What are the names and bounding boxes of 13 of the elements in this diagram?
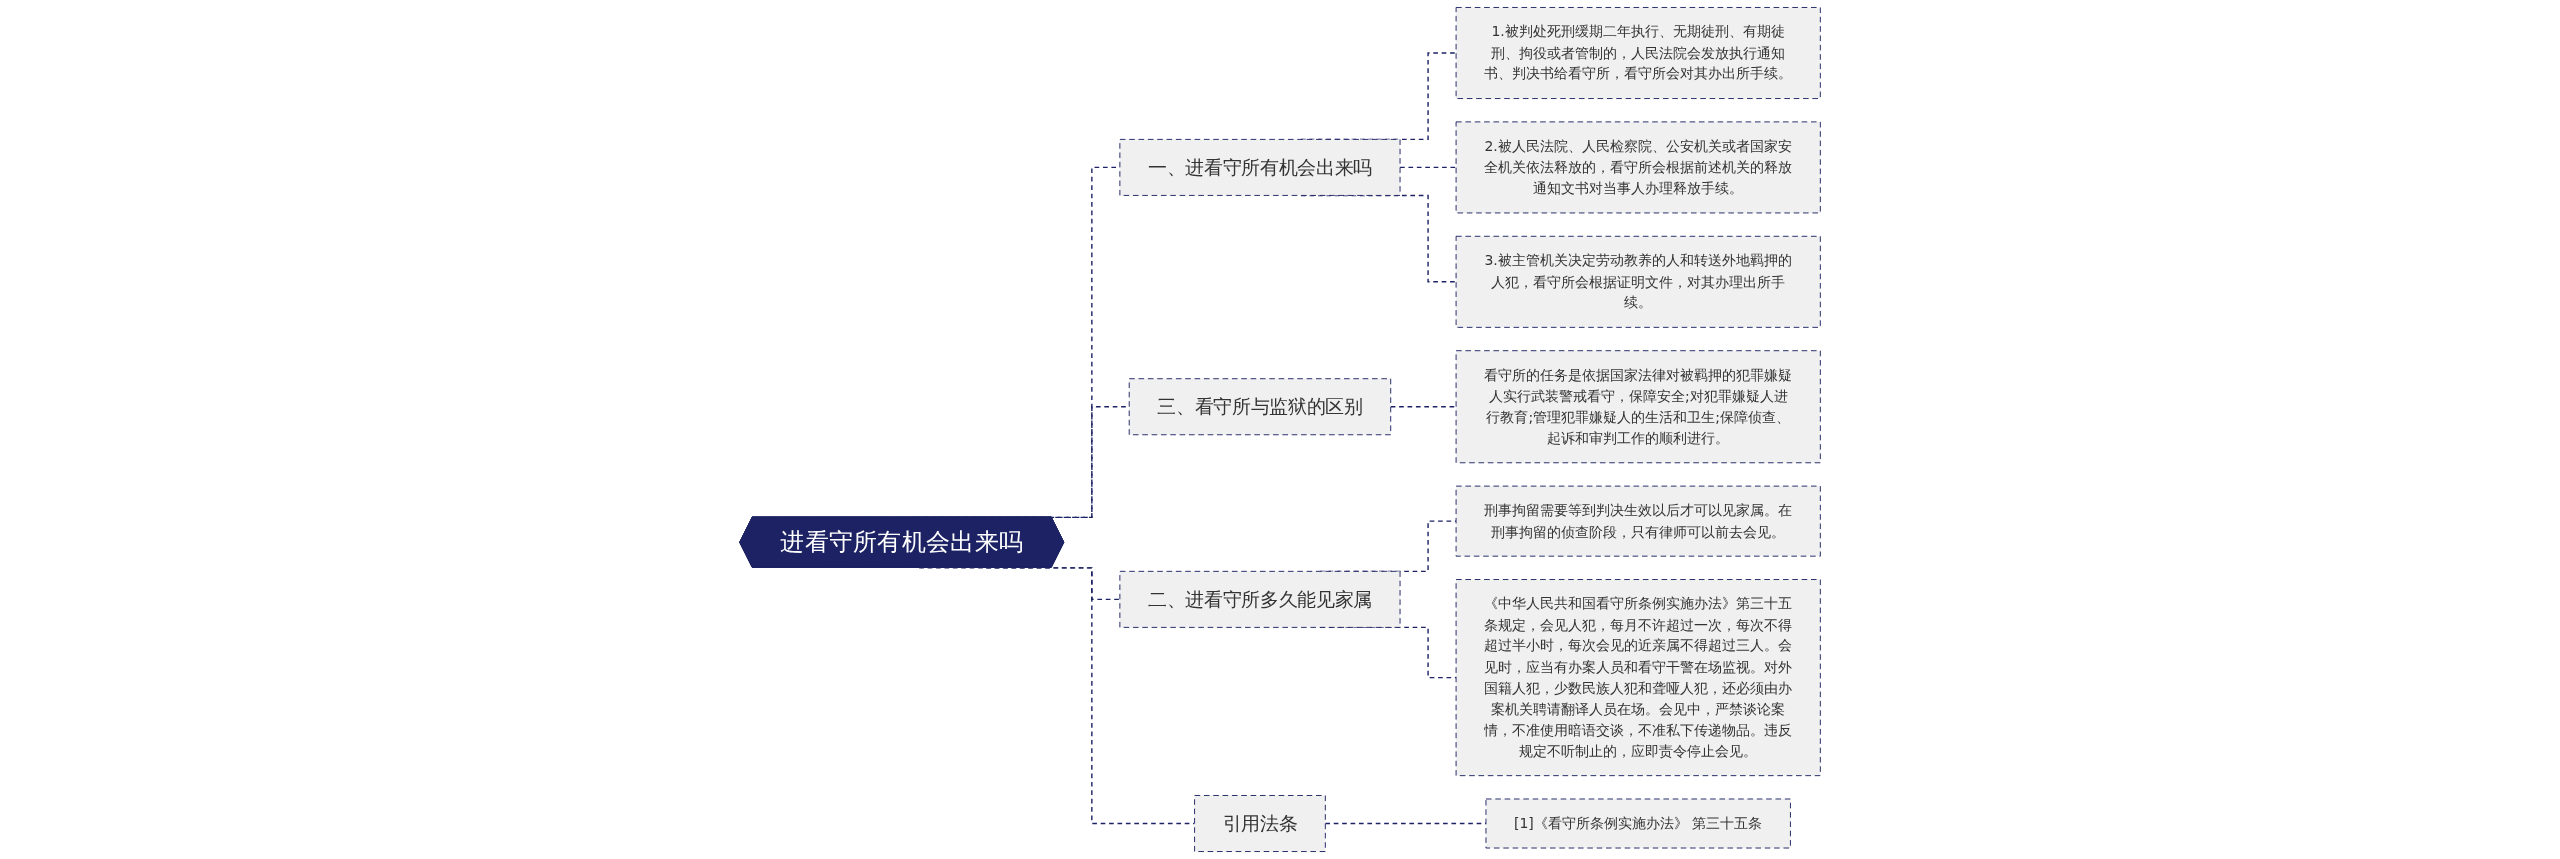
connector (1399, 166, 1457, 169)
node-box: 1.被判处死刑缓期二年执行、无期徒刑、有期徒刑、拘役或者管制的，人民法院会发放执行通知书、判决书给看守所，看守所会对其办出所手续。 (1455, 7, 1821, 99)
node-box: 《中华人民共和国看守所条例实施办法》第三十五条规定，会见人犯，每月不许超过一次，每次不得超过半小时，每次会见的近亲属不得超过三人。会见时，应当有办案人员和看守干警在场监视。对外国籍人犯，少数民族人犯和聋哑人犯，还必须由办案机关聘请翻译人员在场。会见中，严禁谈论案情，不准使用暗语交谈，不准私下传递物品。违反规定不听制止的，应即责令停止会见。 (1455, 579, 1821, 777)
node-box: 3.被主管机关决定劳动教养的人和转送外地羁押的人犯，看守所会根据证明文件，对其办理出所手续。 (1455, 235, 1821, 328)
connector (1390, 406, 1457, 408)
node-box: [1]《看守所条例实施办法》 第三十五条 (1485, 798, 1791, 849)
node-box: 二、进看守所多久能见家属 (1119, 570, 1401, 628)
node-box: 2.被人民法院、人民检察院、公安机关或者国家安全机关依法释放的，看守所会根据前述机关的释放通知文书对当事人办理释放手续。 (1455, 121, 1821, 214)
node-box: 刑事拘留需要等到判决生效以后才可以见家属。在刑事拘留的侦查阶段，只有律师可以前去会见。 (1455, 485, 1821, 557)
node-box: 看守所的任务是依据国家法律对被羁押的犯罪嫌疑人实行武装警戒看守，保障安全;对犯罪嫌疑人进行教育;管理犯罪嫌疑人的生活和卫生;保障侦查、起诉和审判工作的顺利进行。 (1455, 350, 1821, 464)
node-box: 三、看守所与监狱的区别 (1128, 378, 1392, 436)
node-box: 一、进看守所有机会出来吗 (1119, 138, 1401, 196)
node-box: 引用法条 (1194, 795, 1326, 852)
